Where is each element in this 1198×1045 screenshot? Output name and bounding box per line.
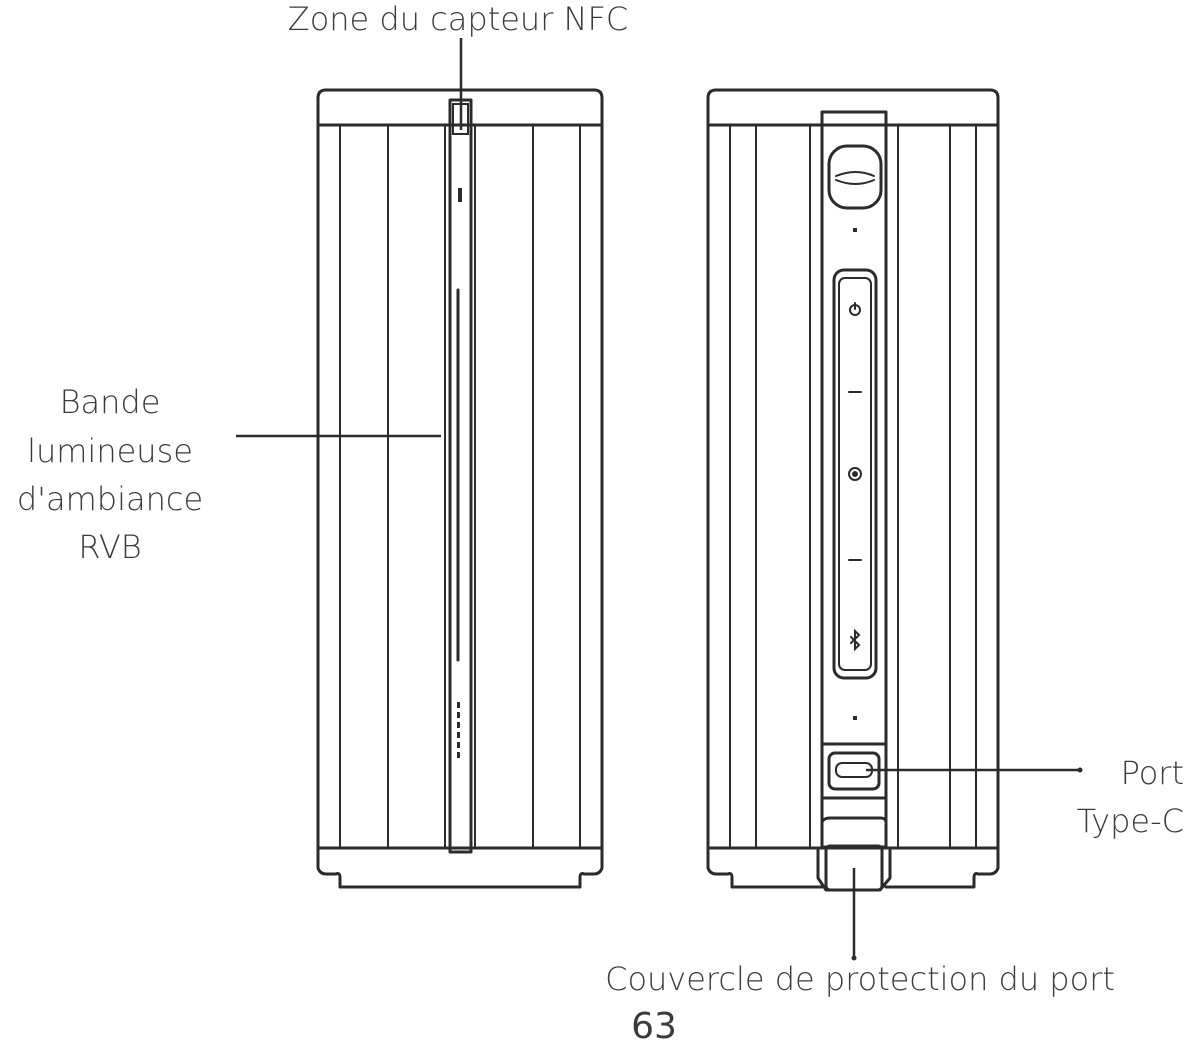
label-rgb-strip-line3: d'ambiance	[17, 480, 203, 518]
label-rgb-strip-line2: lumineuse	[27, 432, 193, 470]
label-nfc-zone: Zone du capteur NFC	[288, 0, 628, 38]
label-port-line2: Type-C	[1077, 802, 1184, 840]
top-oval-button	[827, 144, 883, 210]
label-rgb-strip-line4: RVB	[78, 528, 141, 566]
speaker-back-view	[706, 88, 1000, 892]
play-pause-icon	[848, 467, 862, 481]
label-port-line1: Port	[1121, 754, 1184, 792]
page-number: 63	[631, 1006, 677, 1045]
power-icon	[849, 302, 861, 316]
label-rgb-strip-line1: Bande	[60, 383, 161, 421]
bluetooth-icon	[850, 628, 861, 652]
leader-lines	[236, 38, 1083, 961]
label-port-cover: Couvercle de protection du port	[605, 960, 1115, 998]
speaker-front-view	[316, 88, 604, 889]
